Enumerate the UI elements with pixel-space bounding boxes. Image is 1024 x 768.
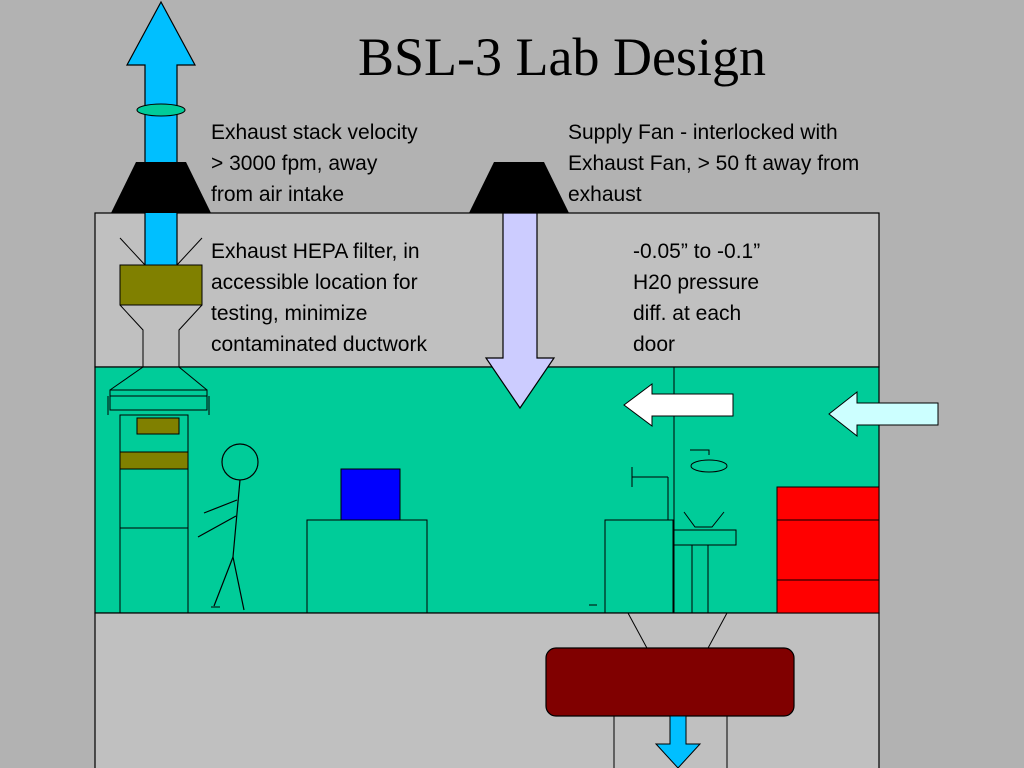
drain-funnel-left — [627, 612, 649, 651]
ceiling-space — [94, 212, 880, 368]
duct-lower-right — [178, 304, 208, 391]
note-hepa-filter: Exhaust HEPA filter, in accessible locat… — [211, 240, 427, 356]
eyewash-bowl — [683, 511, 725, 528]
note-pressure-diff: -0.05” to -0.1” H20 pressure diff. at ea… — [633, 240, 761, 356]
exhaust-arrow-icon — [125, 0, 197, 291]
monitor — [340, 468, 401, 521]
hepa-filter — [119, 264, 203, 306]
duct-lower-left — [109, 304, 144, 391]
supply-fan-housing — [469, 162, 569, 213]
shower-head — [690, 459, 728, 473]
exhaust-duct-right — [176, 237, 203, 266]
worker-arm-lower — [197, 515, 237, 538]
exhaust-fan-housing — [111, 162, 211, 213]
drain-arrow-icon — [654, 715, 702, 768]
supply-arrow-icon — [484, 212, 556, 410]
airflow-arrow-inner-icon — [623, 383, 734, 427]
effluent-tank — [545, 647, 795, 717]
worker-leg-right — [232, 556, 245, 611]
airflow-arrow-outer-icon — [828, 390, 939, 438]
lab-room — [94, 366, 880, 614]
note-exhaust-stack: Exhaust stack velocity > 3000 fpm, away … — [211, 121, 418, 206]
worker-body — [232, 479, 241, 558]
worker-leg-left — [213, 556, 234, 607]
slide-title: BSL-3 Lab Design — [358, 27, 766, 87]
stack-collar — [136, 103, 186, 117]
handwash-sink — [673, 529, 737, 546]
drain-funnel-right — [706, 612, 728, 651]
worker-arm-upper — [203, 499, 238, 514]
note-supply-fan: Supply Fan - interlocked with Exhaust Fa… — [568, 121, 860, 206]
bsc-top — [109, 389, 208, 411]
bsc-filter-bottom — [119, 451, 189, 470]
shower-pipe — [690, 449, 710, 455]
sink-cabinet — [604, 519, 674, 614]
bsc-filter-top — [136, 417, 180, 435]
storage-cabinet — [776, 486, 880, 614]
